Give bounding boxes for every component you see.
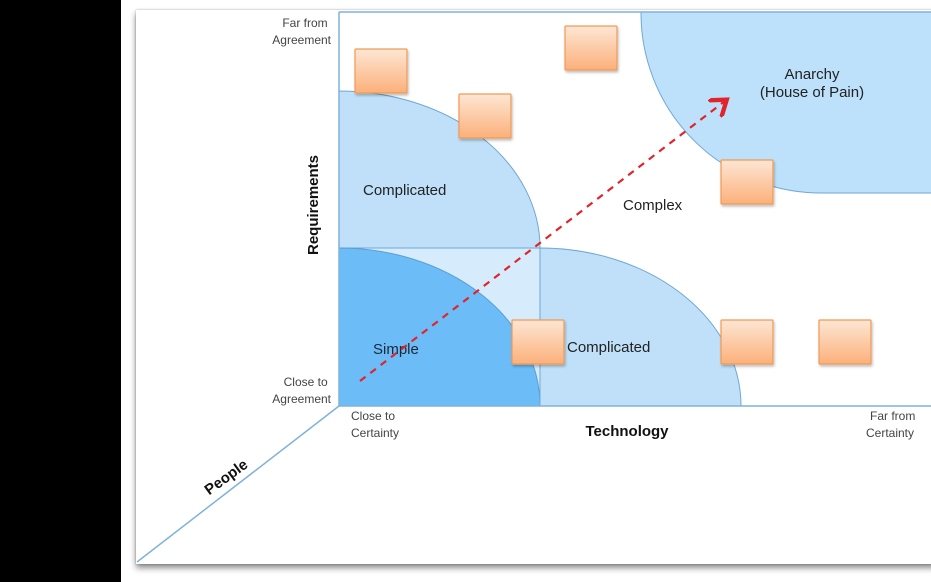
orange-box [720, 159, 774, 205]
close-to-agreement-label: Close to Agreement [272, 375, 331, 406]
anarchy-label: Anarchy [784, 66, 840, 83]
complicated-technology-region [539, 247, 742, 406]
requirements-axis-title: Requirements [305, 155, 322, 255]
orange-box [354, 48, 408, 94]
complex-label: Complex [623, 197, 683, 214]
boxes-group [354, 25, 872, 365]
orange-box [818, 319, 872, 365]
anarchy-region [640, 12, 931, 194]
close-to-certainty-label: Close to Certainty [351, 409, 399, 440]
complicated-technology-label: Complicated [567, 339, 650, 356]
simple-label: Simple [373, 341, 419, 358]
anarchy-sublabel: (House of Pain) [760, 84, 864, 101]
far-from-agreement-label: Far from Agreement [272, 16, 331, 47]
people-axis [136, 405, 340, 563]
orange-box [720, 319, 774, 365]
technology-axis-title: Technology [585, 423, 669, 440]
orange-box [458, 93, 512, 139]
orange-box [511, 319, 565, 365]
progression-arrow [359, 101, 725, 382]
complicated-requirements-label: Complicated [363, 182, 446, 199]
orange-box [564, 25, 618, 71]
far-from-certainty-label: Far from Certainty [866, 409, 919, 440]
complicated-requirements-region [339, 90, 541, 249]
simple-region [339, 247, 541, 406]
